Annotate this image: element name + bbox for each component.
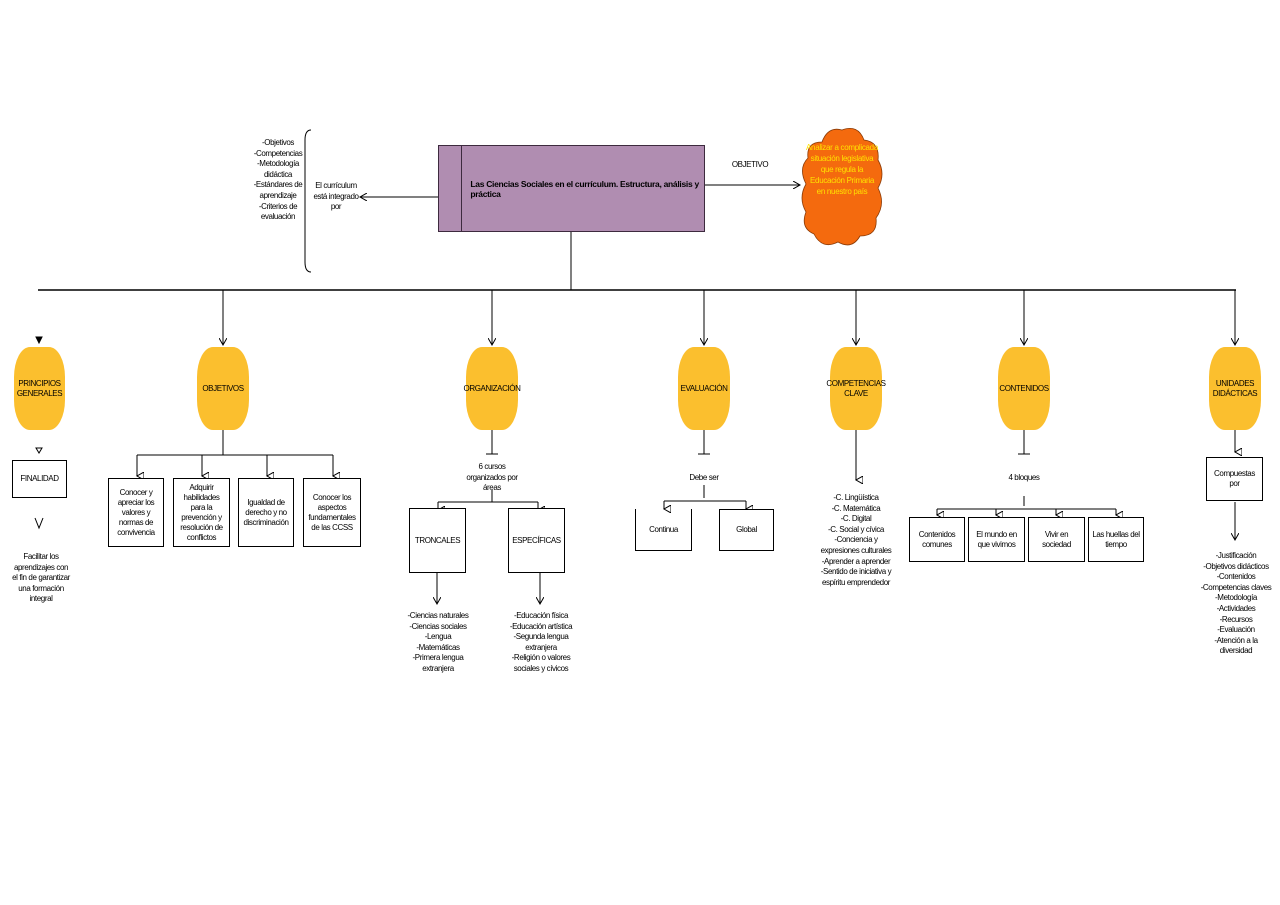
curriculum-component-item: -Estándares de aprendizaje — [253, 180, 303, 200]
curriculum-component-item: -Objetivos — [261, 138, 294, 147]
contenidos-link-text: 4 bloques — [1008, 473, 1040, 482]
objective-cloud — [801, 127, 883, 246]
competencia-item: -Conciencia y expresiones culturales — [820, 535, 892, 555]
objetivo-item-box[interactable]: Adquirir habilidades para la prevención … — [173, 478, 230, 547]
bloque-box[interactable]: Vivir en sociedad — [1028, 517, 1085, 562]
left-brace — [304, 129, 312, 273]
objetivo-item-box[interactable]: Igualdad de derecho y no discriminación — [238, 478, 294, 547]
competencia-item: -Aprender a aprender — [821, 556, 891, 566]
curriculum-component-item: -Criterios de evaluación — [258, 201, 298, 222]
global-box[interactable]: Global — [719, 509, 774, 551]
unidad-item: -Recursos — [1219, 614, 1253, 624]
node-competencias-clave[interactable]: COMPETENCIAS CLAVE — [826, 347, 886, 430]
curriculum-component-item: -Metodología didáctica — [257, 159, 299, 179]
objetivo-item-box[interactable]: Conocer y apreciar los valores y normas … — [108, 478, 164, 547]
central-title-box[interactable]: Las Ciencias Sociales en el currículum. … — [438, 145, 705, 232]
competencia-item: -C. Lingüística — [833, 493, 879, 502]
competencia-item: -C. Digital — [840, 514, 872, 524]
especificas-item: -Religión o valores sociales y cívicos — [511, 653, 571, 673]
bloque-box[interactable]: El mundo en que vivimos — [968, 517, 1025, 562]
finalidad-text: Facilitar los aprendizajes con el fin de… — [12, 552, 70, 603]
node-unidades-didacticas[interactable]: UNIDADES DIDÁCTICAS — [1209, 347, 1261, 430]
objetivo-item-box[interactable]: Conocer los aspectos fundamentales de la… — [303, 478, 361, 547]
unidad-item: -Contenidos — [1216, 572, 1256, 582]
troncales-list: -Ciencias naturales-Ciencias sociales-Le… — [400, 611, 476, 675]
troncales-item: -Ciencias sociales — [409, 621, 467, 631]
node-organizacion[interactable]: ORGANIZACIÓN — [464, 347, 521, 430]
central-title: Las Ciencias Sociales en el currículum. … — [470, 178, 699, 199]
especificas-item: -Educación artística — [509, 621, 573, 631]
continua-box[interactable]: Continua — [635, 509, 692, 551]
evaluacion-link-text: Debe ser — [689, 473, 719, 482]
curriculum-component-item: -Competencias — [253, 148, 303, 158]
competencias-list: -C. Lingüística-C. Matemática-C. Digital… — [818, 493, 894, 588]
competencia-item: -Sentido de iniciativa y espíritu empren… — [820, 567, 892, 587]
competencia-item: -C. Social y cívica — [828, 524, 884, 534]
bloque-box[interactable]: Contenidos comunes — [909, 517, 965, 562]
node-contenidos[interactable]: CONTENIDOS — [998, 347, 1050, 430]
unidad-item: -Competencias claves — [1200, 582, 1272, 592]
bloque-box[interactable]: Las huellas del tiempo — [1088, 517, 1144, 562]
unidad-item: -Metodología — [1215, 593, 1257, 603]
unidad-item: -Actividades — [1216, 603, 1256, 613]
competencia-item: -C. Matemática — [831, 503, 881, 513]
troncales-item: -Ciencias naturales — [407, 611, 469, 620]
node-evaluacion[interactable]: EVALUACIÓN — [678, 347, 730, 430]
especificas-box[interactable]: ESPECÍFICAS — [508, 508, 565, 573]
finalidad-box[interactable]: FINALIDAD — [12, 460, 67, 498]
title-stripe — [439, 146, 463, 231]
organizacion-link-text: 6 cursos organizados por áreas — [466, 462, 518, 492]
especificas-list: -Educación física-Educación artística-Se… — [505, 611, 577, 675]
node-objetivos[interactable]: OBJETIVOS — [197, 347, 249, 430]
unidad-item: -Objetivos didácticos — [1203, 561, 1269, 571]
node-principios-generales[interactable]: PRINCIPIOS GENERALES — [14, 347, 65, 430]
curriculum-label: El currículum está integrado por — [313, 181, 359, 211]
curriculum-components-list: -Objetivos-Competencias-Metodología didá… — [253, 138, 303, 223]
compuestas-box[interactable]: Compuestas por — [1206, 457, 1263, 501]
troncales-box[interactable]: TRONCALES — [409, 508, 466, 573]
unidad-item: -Atención a la diversidad — [1214, 635, 1258, 656]
unidad-item: -Evaluación — [1217, 625, 1255, 635]
especificas-item: -Educación física — [513, 611, 569, 620]
unidad-item: -Justificación — [1215, 551, 1257, 560]
objective-cloud-text: Analizar a complicada situación legislat… — [806, 143, 878, 196]
troncales-item: -Matemáticas — [416, 642, 460, 652]
unidades-list: -Justificación-Objetivos didácticos-Cont… — [1200, 551, 1272, 657]
objective-link-label: OBJETIVO — [731, 160, 769, 169]
especificas-item: -Segunda lengua extranjera — [513, 632, 569, 652]
troncales-item: -Primera lengua extranjera — [412, 653, 464, 673]
troncales-item: -Lengua — [424, 632, 452, 642]
